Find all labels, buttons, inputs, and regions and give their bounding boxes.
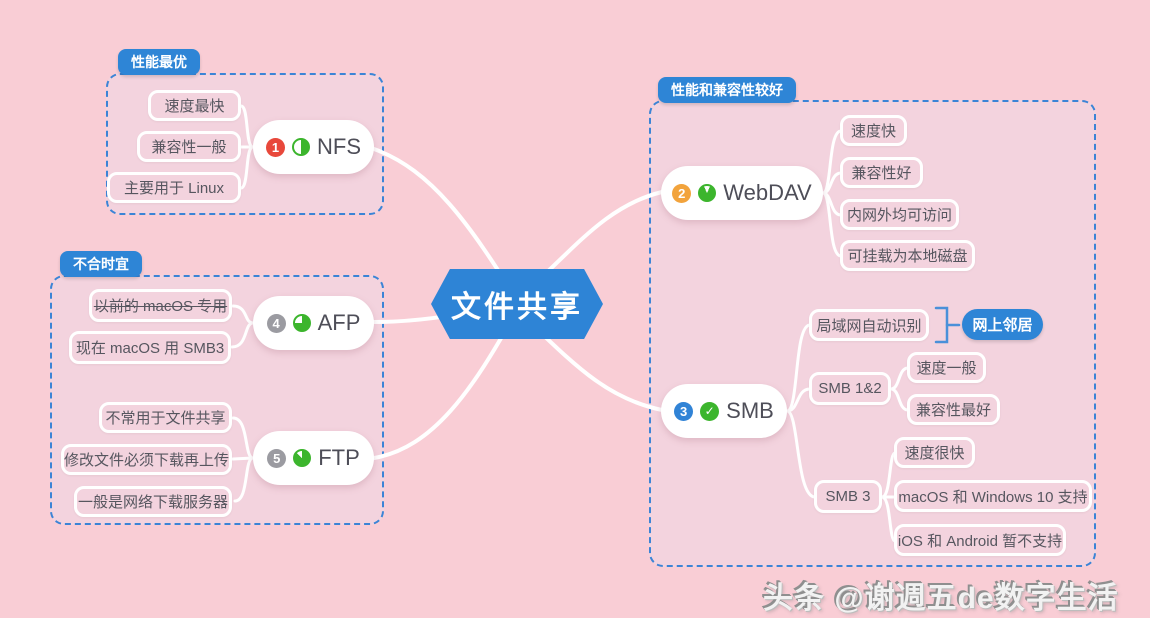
node-label: 局域网自动识别: [816, 317, 922, 335]
progress-three-quarter-icon: [292, 314, 311, 332]
watermark-text: 头条 @谢週五de数字生活: [763, 582, 1119, 615]
priority-4-icon: 4: [266, 313, 286, 333]
node-smb3-os-support[interactable]: macOS 和 Windows 10 支持: [894, 480, 1092, 512]
topic-afp[interactable]: 4 AFP: [253, 296, 374, 350]
topic-smb[interactable]: 3 ✓ SMB: [661, 384, 787, 438]
node-smb3[interactable]: SMB 3: [814, 480, 882, 513]
node-smb12-speed[interactable]: 速度一般: [907, 352, 986, 383]
priority-2-icon: 2: [672, 183, 692, 203]
node-label: 不常用于文件共享: [105, 410, 226, 427]
node-label: 以前的 macOS 专用: [93, 298, 228, 315]
node-label: 速度很快: [904, 445, 965, 462]
node-nfs-speed[interactable]: 速度最快: [148, 90, 241, 121]
node-label: iOS 和 Android 暂不支持: [897, 532, 1063, 550]
group-badge-best-performance[interactable]: 性能最优: [118, 49, 200, 75]
group-badge-good-perf-compat[interactable]: 性能和兼容性较好: [658, 77, 796, 103]
topic-smb-label: SMB: [726, 398, 774, 423]
node-nfs-compat[interactable]: 兼容性一般: [137, 131, 241, 162]
node-label: SMB 3: [825, 488, 871, 505]
node-nfs-linux[interactable]: 主要用于 Linux: [107, 172, 241, 203]
progress-half-icon: [292, 138, 310, 156]
node-smb12[interactable]: SMB 1&2: [809, 372, 891, 405]
priority-5-icon: 5: [267, 448, 287, 468]
progress-seven-eighth-icon: [698, 184, 717, 202]
node-label: 兼容性最好: [915, 402, 991, 419]
node-webdav-speed[interactable]: 速度快: [840, 115, 907, 146]
node-label: 速度快: [850, 123, 896, 140]
node-label: 现在 macOS 用 SMB3: [75, 340, 225, 357]
topic-afp-label: AFP: [317, 310, 361, 335]
node-afp-old-macos[interactable]: 以前的 macOS 专用: [89, 289, 232, 322]
node-smb-lan-discovery[interactable]: 局域网自动识别: [809, 309, 929, 341]
node-label: 兼容性一般: [151, 139, 227, 156]
topic-ftp-label: FTP: [318, 445, 360, 470]
node-label: 速度一般: [916, 360, 977, 377]
topic-webdav-label: WebDAV: [723, 180, 812, 205]
node-ftp-download-server[interactable]: 一般是网络下载服务器: [74, 486, 232, 517]
topic-webdav[interactable]: 2 WebDAV: [661, 166, 823, 220]
priority-3-icon: 3: [674, 401, 694, 421]
node-webdav-mount[interactable]: 可挂载为本地磁盘: [840, 240, 975, 271]
progress-done-icon: ✓: [700, 401, 720, 421]
topic-ftp[interactable]: 5 FTP: [253, 431, 374, 485]
node-smb3-speed[interactable]: 速度很快: [894, 437, 975, 468]
topic-nfs-label: NFS: [317, 134, 361, 159]
node-ftp-not-common[interactable]: 不常用于文件共享: [99, 402, 232, 433]
node-webdav-access[interactable]: 内网外均可访问: [840, 199, 959, 230]
priority-1-icon: 1: [266, 137, 285, 157]
topic-nfs[interactable]: 1 NFS: [253, 120, 374, 174]
child-branch-lines: [230, 104, 910, 543]
node-label: macOS 和 Windows 10 支持: [898, 488, 1088, 506]
central-topic[interactable]: 文件共享: [431, 269, 603, 339]
node-label: 主要用于 Linux: [123, 180, 225, 197]
node-smb3-mobile-unsupported[interactable]: iOS 和 Android 暂不支持: [894, 524, 1066, 556]
node-afp-now-smb3[interactable]: 现在 macOS 用 SMB3: [69, 331, 231, 364]
node-label: 内网外均可访问: [846, 207, 952, 224]
node-ftp-modify[interactable]: 修改文件必须下载再上传: [61, 444, 232, 475]
summary-badge-label: 网上邻居: [972, 317, 1033, 334]
node-label: 修改文件必须下载再上传: [64, 452, 230, 469]
summary-badge-network-neighborhood[interactable]: 网上邻居: [962, 309, 1043, 340]
central-topic-label: 文件共享: [451, 291, 583, 324]
node-smb12-compat[interactable]: 兼容性最好: [907, 394, 1000, 425]
summary-bracket: [934, 306, 961, 344]
node-label: 一般是网络下载服务器: [77, 494, 228, 511]
node-label: 兼容性好: [851, 165, 912, 182]
node-label: 可挂载为本地磁盘: [847, 248, 968, 265]
progress-seven-eighth-icon: [293, 449, 312, 467]
node-webdav-compat[interactable]: 兼容性好: [840, 157, 923, 188]
group-badge-outdated[interactable]: 不合时宜: [60, 251, 142, 277]
node-label: SMB 1&2: [818, 380, 882, 397]
node-label: 速度最快: [164, 98, 225, 115]
